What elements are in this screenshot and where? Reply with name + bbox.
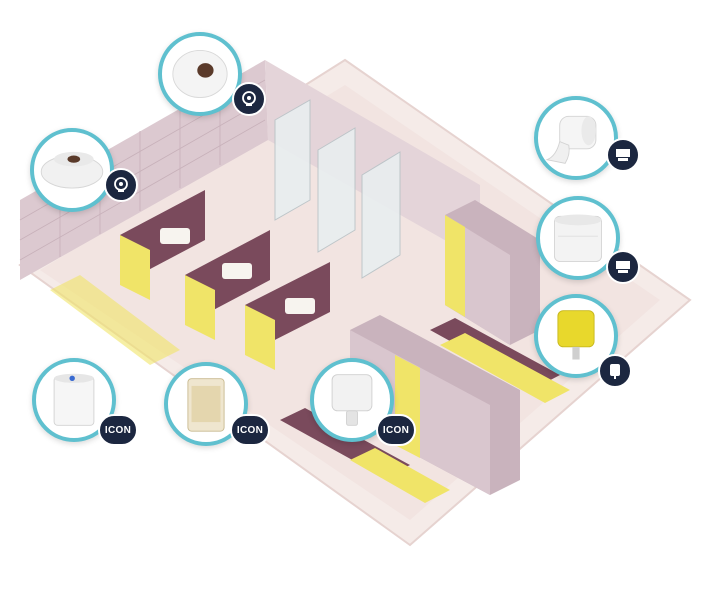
boxed-tissue-roll-image	[187, 378, 225, 432]
product-wall-dispenser-hotspot[interactable]	[310, 358, 394, 442]
badge-label: ICON	[104, 424, 132, 436]
soap-cartridge-image	[557, 310, 595, 360]
badge-label: ICON	[382, 424, 410, 436]
product-wrapped-roll-hotspot[interactable]	[32, 358, 116, 442]
icon-text-badge[interactable]: ICON	[376, 414, 416, 446]
toilet-roll-dispenser-icon[interactable]	[104, 168, 138, 202]
benches	[280, 318, 570, 503]
jumbo-toilet-roll-image	[40, 151, 104, 189]
product-jumbo-roll-hotspot-left[interactable]	[30, 128, 114, 212]
lockers	[350, 200, 540, 495]
icon-text-badge[interactable]: ICON	[98, 414, 138, 446]
cubicle-partitions	[120, 190, 330, 370]
shower-panels	[274, 99, 401, 279]
badge-label: ICON	[236, 424, 264, 436]
wall-dispenser-image	[331, 374, 373, 426]
basin-counter	[50, 275, 180, 365]
icon-text-badge[interactable]: ICON	[230, 414, 270, 446]
towel-dispenser-icon[interactable]	[606, 138, 640, 172]
towel-dispenser-icon[interactable]	[606, 250, 640, 284]
hand-towel-roll-image	[545, 115, 597, 164]
wrapped-roll-image	[53, 373, 95, 426]
centrefeed-roll-image	[554, 214, 602, 262]
product-jumbo-roll-hotspot-top[interactable]	[158, 32, 242, 116]
jumbo-toilet-roll-image	[172, 50, 228, 98]
product-hand-towel-hotspot[interactable]	[534, 96, 618, 180]
toilet-roll-dispenser-icon[interactable]	[232, 82, 266, 116]
soap-dispenser-icon[interactable]	[598, 354, 632, 388]
back-right-wall	[265, 60, 480, 260]
